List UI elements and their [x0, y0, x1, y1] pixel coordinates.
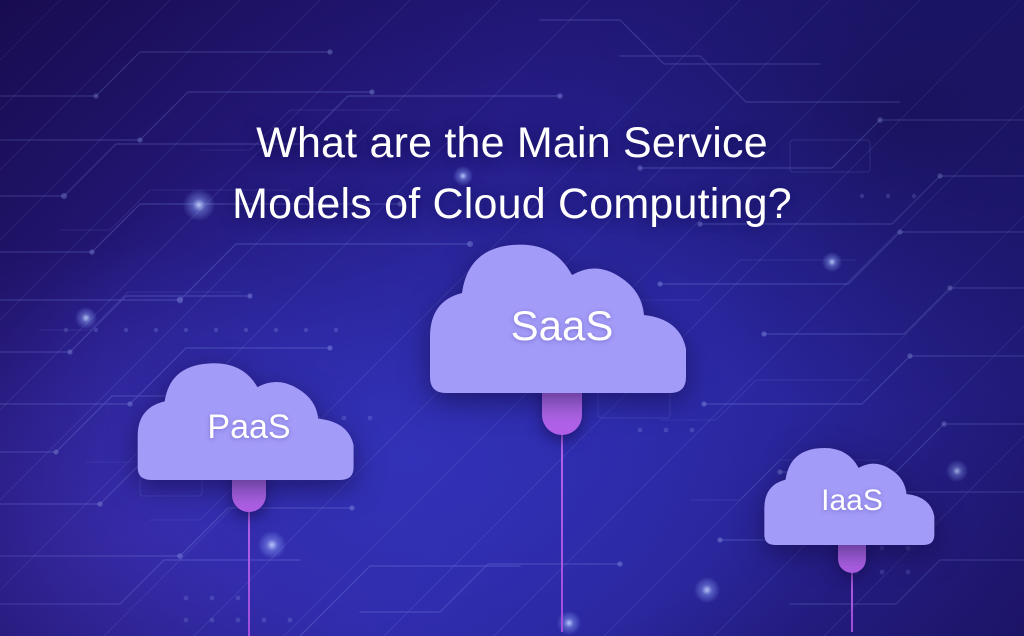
cloud-label-iaas: IaaS [821, 484, 883, 517]
cloud-node-iaas[interactable]: IaaS [763, 447, 941, 632]
cloud-label-paas: PaaS [207, 408, 291, 446]
page-title-line-2: Models of Cloud Computing? [232, 179, 792, 228]
cloud-node-paas[interactable]: PaaS [136, 362, 362, 636]
page-title-line-1: What are the Main Service [256, 118, 768, 167]
cloud-node-saas[interactable]: SaaS [428, 243, 696, 632]
cloud-label-saas: SaaS [510, 302, 614, 349]
page-title: What are the Main Service Models of Clou… [0, 113, 1024, 235]
